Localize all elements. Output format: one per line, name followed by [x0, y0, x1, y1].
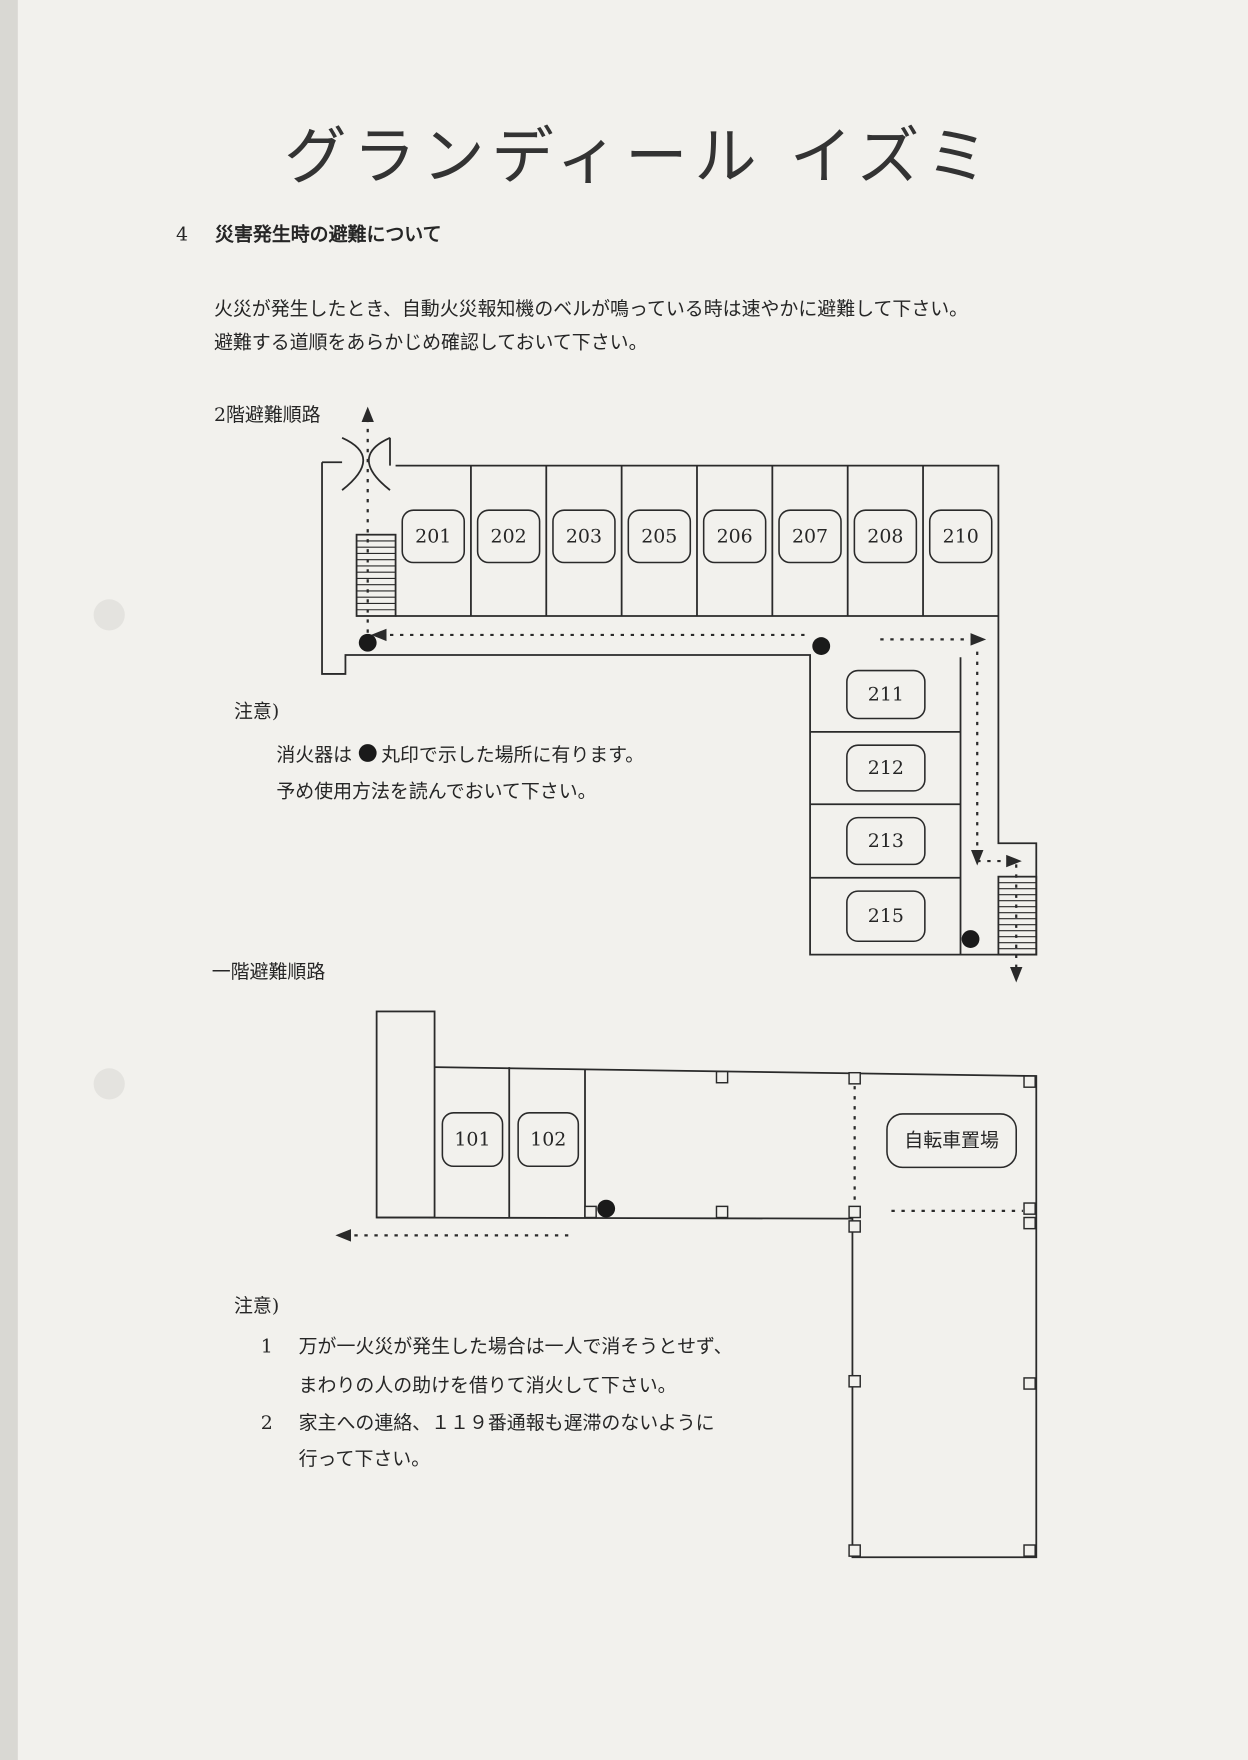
room-number: 211 [868, 684, 904, 706]
room-label-box [517, 1112, 580, 1168]
room-label-box [853, 509, 918, 564]
note-line: 万が一火災が発生した場合は一人で消そうとせず、 [299, 1335, 733, 1357]
floor1-title: 一階避難順路 [212, 961, 326, 983]
column-icon [848, 1544, 861, 1557]
column-icon [715, 1205, 729, 1219]
room-number: 208 [867, 525, 903, 547]
column-icon [848, 1220, 861, 1233]
room-number: 205 [641, 525, 677, 547]
column-icon [1023, 1202, 1036, 1215]
room-label-box [846, 744, 926, 792]
extinguisher-legend-icon [358, 744, 377, 762]
room-number: 207 [792, 525, 828, 547]
bicycle-parking-box [886, 1113, 1018, 1169]
bicycle-parking-label: 自転車置場 [904, 1130, 999, 1152]
room-number: 201 [415, 525, 451, 547]
room-label-box [846, 816, 926, 866]
note-line: 丸印で示した場所に有ります。 [381, 744, 644, 766]
scan-edge [0, 0, 18, 1760]
column-icon [1023, 1075, 1036, 1088]
column-icon [848, 1205, 861, 1219]
room-label-box [702, 509, 767, 564]
extinguisher-marker [961, 930, 980, 948]
room-number: 212 [868, 757, 904, 779]
paragraph-line: 火災が発生したとき、自動火災報知機のベルが鳴っている時は速やかに避難して下さい。 [214, 298, 968, 320]
room-label-box [476, 509, 541, 564]
room-number: 101 [454, 1129, 490, 1151]
stairs-icon [355, 533, 397, 617]
paragraph-line: 避難する道順をあらかじめ確認しておいて下さい。 [214, 332, 648, 354]
room-number: 102 [530, 1129, 566, 1151]
note-line: 行って下さい。 [299, 1448, 431, 1470]
column-icon [1023, 1544, 1036, 1557]
room-number: 215 [868, 905, 904, 927]
column-icon [715, 1070, 729, 1084]
floor1-plan: 101 102 自転車置場 [335, 1010, 1038, 1559]
note-number: 1 [261, 1335, 273, 1357]
note-number: 2 [261, 1412, 273, 1434]
room-label-box [846, 890, 926, 943]
punch-hole [93, 1068, 125, 1100]
note-line: 予め使用方法を読んでおいて下さい。 [276, 781, 596, 803]
room-label-box [627, 509, 692, 564]
handwritten-title: グランディール イズミ [284, 120, 995, 193]
column-icon [848, 1071, 861, 1085]
extinguisher-marker [358, 633, 377, 652]
section-number: 4 [176, 224, 188, 246]
note-label: 注意) [234, 1295, 279, 1317]
room-number: 213 [868, 830, 904, 852]
column-icon [584, 1205, 597, 1219]
note-label: 注意) [234, 700, 279, 722]
column-icon [1023, 1377, 1036, 1390]
room-label-box [401, 509, 466, 564]
room-number: 210 [943, 525, 979, 547]
floor2-title: 2階避難順路 [214, 404, 321, 426]
punch-hole [93, 599, 125, 631]
section-heading: 災害発生時の避難について [215, 223, 442, 246]
room-number: 202 [491, 525, 527, 547]
room-label-box [846, 669, 926, 720]
note-line: まわりの人の助けを借りて消火して下さい。 [299, 1374, 677, 1396]
floor2-plan: 201 202 203 205 206 207 208 210 211 212 213 215 [321, 406, 1038, 983]
note-line: 家主への連絡、１１９番通報も遅滞のないように [299, 1412, 715, 1434]
room-label-box [441, 1112, 504, 1168]
extinguisher-marker [812, 637, 831, 655]
column-icon [1023, 1216, 1036, 1230]
room-number: 203 [566, 525, 602, 547]
room-label-box [552, 509, 616, 564]
note-line: 消火器は [276, 744, 352, 766]
room-label-box [928, 509, 993, 564]
extinguisher-marker [597, 1199, 616, 1218]
room-number: 206 [717, 525, 753, 547]
room-label-box [778, 509, 842, 564]
column-icon [848, 1374, 861, 1388]
